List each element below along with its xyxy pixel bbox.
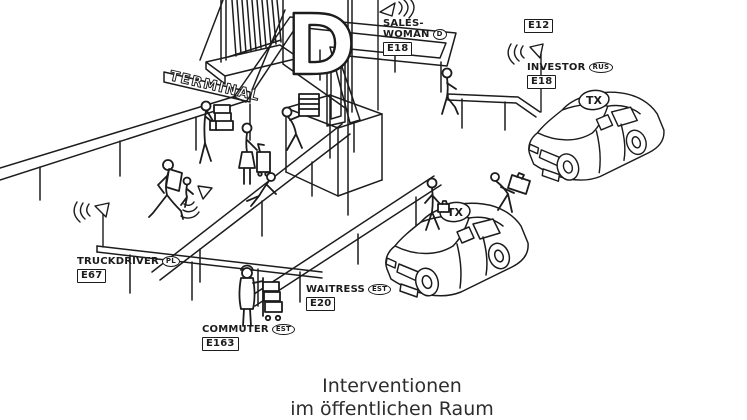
pedestrian-with-boxes (199, 100, 234, 164)
reclining-figure (246, 172, 277, 207)
figure-loading-trunk (490, 172, 531, 213)
loudspeaker-icon-investor (507, 43, 544, 113)
taxi-front: TX (385, 201, 529, 300)
pedestrian-with-suitcase (238, 122, 271, 185)
center-ramp (151, 123, 351, 283)
building-letter-d: D (286, 0, 356, 94)
truckdriver-code-badge: E67 (77, 269, 107, 283)
caption-line1: Interventionen (322, 375, 462, 397)
taxi-back: TX (528, 89, 665, 184)
taxi-front-roof-sign-text: TX (447, 206, 464, 219)
caption-line2: im öffentlichen Raum (290, 398, 494, 420)
taxi-back-roof-sign (578, 89, 610, 111)
saleswoman-country-badge: D (432, 29, 447, 40)
label-gate: E12 (524, 17, 554, 33)
porter-with-drum (281, 93, 320, 151)
truckdriver-country-badge: PL (161, 256, 180, 267)
commuter-country-badge: EST (271, 324, 296, 335)
commuter-figure (238, 264, 283, 327)
commuter-code-badge: E163 (202, 337, 239, 351)
sitting-figure-left (180, 176, 194, 208)
terminal-sign-text: TERMINAL (168, 68, 262, 104)
saleswoman-code-badge: E18 (383, 42, 413, 56)
caption: Interventionen im öffentlichen Raum (290, 375, 494, 420)
ramp-waitress (247, 175, 442, 307)
loudspeaker-icon-top (377, 0, 415, 111)
investor-country-badge: RUS (588, 62, 614, 73)
pedestrian-backpacker (148, 159, 184, 220)
saleswoman-name-line2: WOMAN (383, 29, 430, 40)
loudspeaker-icon-truckdriver (73, 201, 110, 248)
gate-code-badge: E12 (524, 19, 554, 33)
investor-code-badge: E18 (527, 75, 557, 89)
figure-climbing-platform (441, 67, 459, 115)
platform-investor (447, 93, 541, 131)
waitress-code-badge: E20 (306, 297, 336, 311)
elevated-walkway-uturn (233, 16, 457, 153)
waitress-country-badge: EST (367, 284, 392, 295)
loudspeaker-icon-ramp (180, 185, 213, 219)
terminal-building: TERMINAL D (163, 0, 357, 216)
taxi-back-roof-sign-text: TX (586, 94, 603, 107)
elevated-walkway-left (0, 95, 247, 201)
saleswoman-name-line1: SALES- (383, 18, 424, 29)
investor-figure (424, 177, 450, 231)
